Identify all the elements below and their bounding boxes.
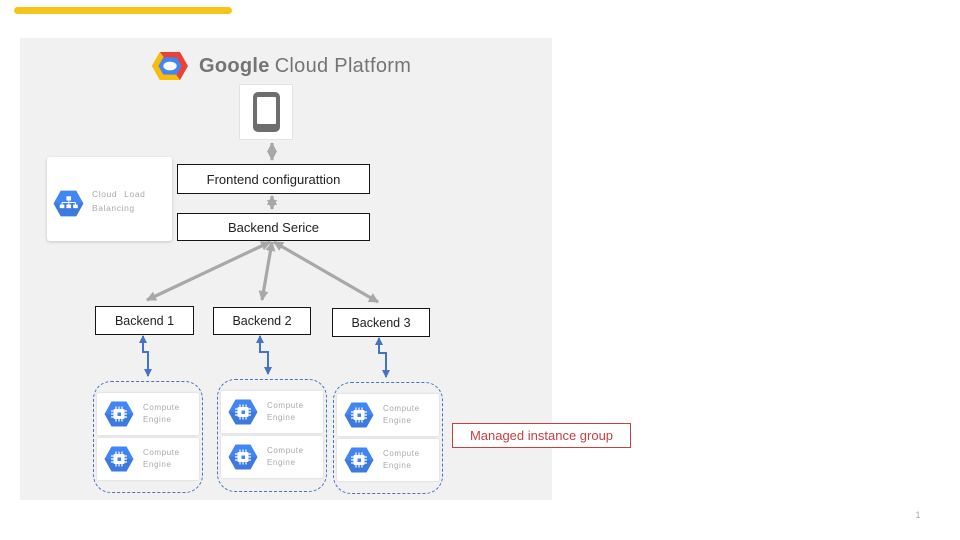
- backend-3-box: Backend 3: [332, 308, 430, 337]
- logo-brand: Google: [199, 54, 270, 77]
- cloud-load-balancing-label: Cloud Load Balancing: [92, 189, 146, 213]
- arrow-service-backend3: [273, 240, 379, 304]
- compute-engine-card: Compute Engine: [221, 436, 323, 478]
- compute-engine-card: Compute Engine: [337, 394, 439, 436]
- arrow-service-backend2: [258, 241, 276, 301]
- gcp-logo-icon: [152, 52, 188, 80]
- instance-group-1: Compute Engine Compute Engine: [93, 381, 203, 493]
- compute-engine-label: Compute Engine: [267, 401, 304, 422]
- arrow-backend2-group2: [256, 335, 272, 375]
- compute-engine-label: Compute Engine: [267, 446, 304, 467]
- compute-engine-icon: [104, 401, 134, 427]
- arrow-backend1-group1: [139, 335, 152, 377]
- compute-engine-label: Compute Engine: [383, 404, 420, 425]
- frontend-configuration-box: Frontend configurattion: [177, 164, 370, 194]
- managed-instance-group-label: Managed instance group: [452, 423, 631, 448]
- compute-engine-icon: [344, 402, 374, 428]
- compute-engine-icon: [228, 444, 258, 470]
- arrow-backend3-group3: [375, 337, 390, 378]
- compute-engine-icon: [104, 446, 134, 472]
- cloud-load-balancing-icon: [53, 190, 84, 217]
- compute-engine-label: Compute Engine: [143, 403, 180, 424]
- accent-bar: [14, 7, 232, 14]
- instance-group-2: Compute Engine Compute Engine: [217, 379, 327, 492]
- cloud-load-balancing-card: Cloud Load Balancing: [47, 157, 172, 241]
- device-screen: [256, 97, 276, 124]
- arrow-service-backend1: [146, 240, 271, 302]
- client-device-card: [239, 84, 293, 140]
- compute-engine-card: Compute Engine: [97, 438, 199, 480]
- compute-engine-icon: [228, 399, 258, 425]
- compute-engine-card: Compute Engine: [221, 391, 323, 433]
- backend-service-box: Backend Serice: [177, 213, 370, 241]
- compute-engine-icon: [344, 447, 374, 473]
- page-number: 1: [915, 510, 921, 520]
- compute-engine-card: Compute Engine: [97, 393, 199, 435]
- instance-group-3: Compute Engine Compute Engine: [333, 382, 443, 494]
- mobile-device-icon: [252, 92, 280, 132]
- compute-engine-label: Compute Engine: [143, 448, 180, 469]
- compute-engine-card: Compute Engine: [337, 439, 439, 481]
- compute-engine-label: Compute Engine: [383, 449, 420, 470]
- backend-1-box: Backend 1: [95, 306, 194, 335]
- backend-2-box: Backend 2: [213, 307, 311, 335]
- logo-suffix: Cloud Platform: [274, 54, 412, 77]
